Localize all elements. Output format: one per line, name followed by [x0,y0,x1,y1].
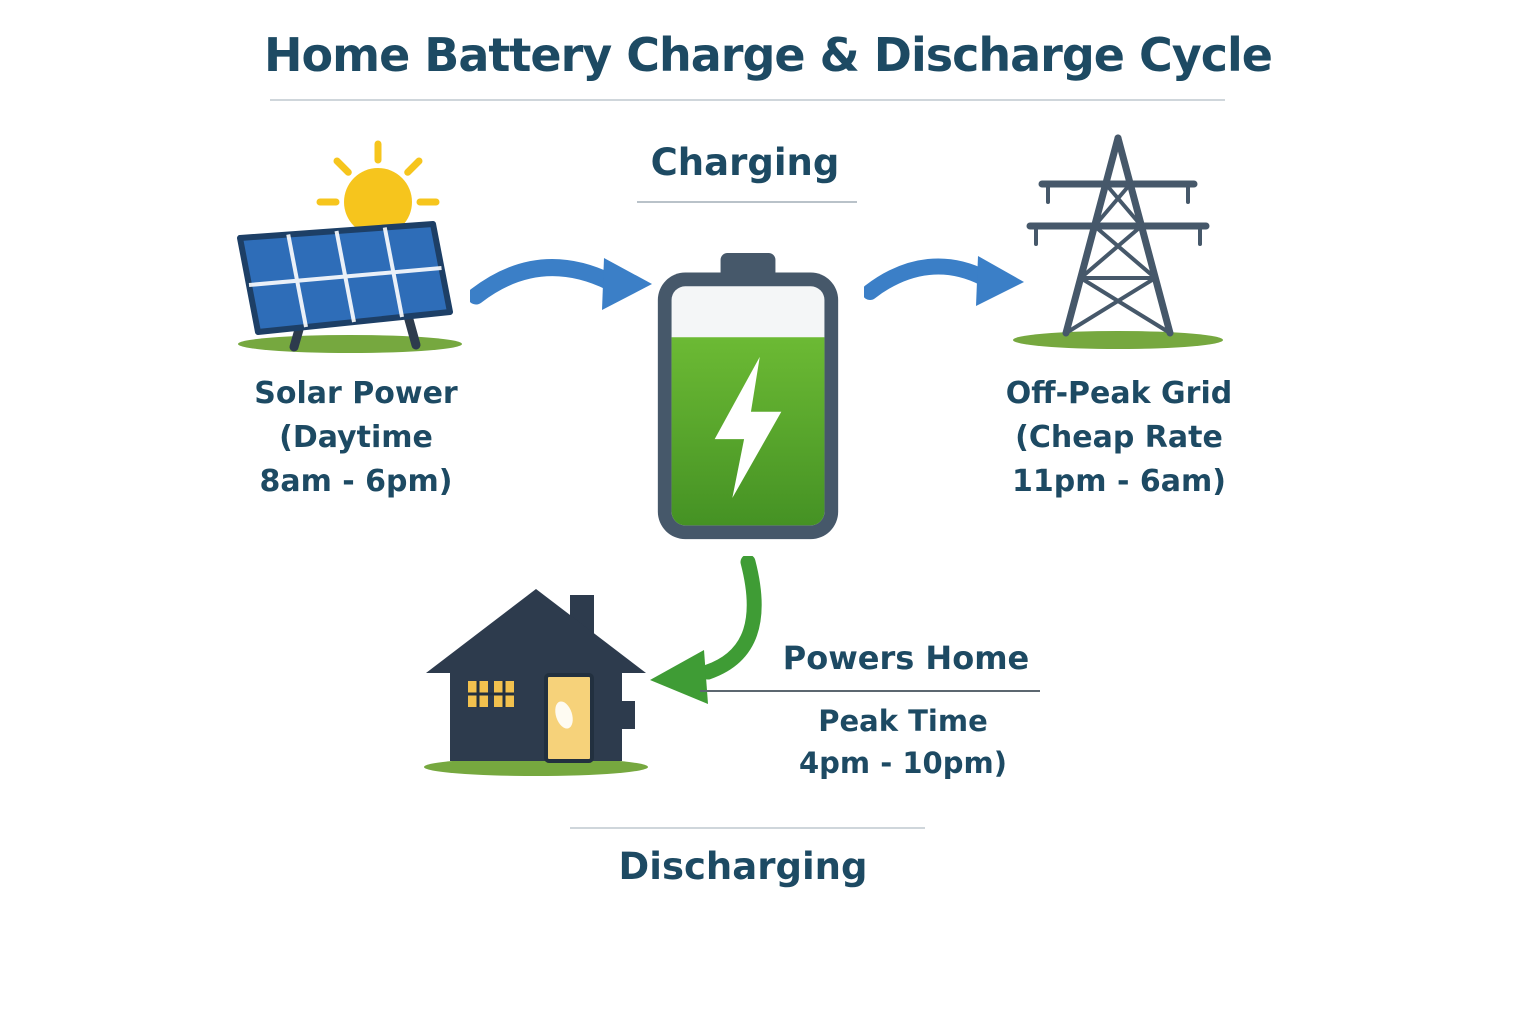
home-underline [700,690,1040,692]
home-label-name: Powers Home [782,639,1030,677]
sun-icon [316,140,440,262]
page-title: Home Battery Charge & Discharge Cycle [264,28,1273,82]
grid-label: Off-Peak Grid (Cheap Rate 11pm - 6am) [989,372,1249,504]
battery-icon [657,252,839,540]
charging-underline [637,201,857,203]
home-label-detail-1: Peak Time [818,704,988,738]
grid-label-name: Off-Peak Grid [1005,376,1233,411]
solar-label-detail-2: 8am - 6pm) [259,464,453,499]
house-icon [424,589,648,776]
battery-to-home-arrow-icon [650,556,762,704]
window-icon [468,681,514,707]
solar-label: Solar Power (Daytime 8am - 6pm) [226,372,486,504]
discharging-stage-label: Discharging [618,845,868,888]
solar-to-battery-arrow-icon [470,258,652,310]
grass-icon [424,758,648,776]
home-label-detail: Peak Time 4pm - 10pm) [763,700,1043,784]
lightning-bolt-icon [714,356,782,498]
grass-icon [238,335,462,353]
transmission-tower-icon [1013,134,1223,349]
home-label-detail-2: 4pm - 10pm) [799,746,1007,780]
solar-label-name: Solar Power [254,376,458,411]
solar-label-detail-1: (Daytime [279,420,433,455]
discharging-divider [570,827,925,829]
grass-icon [1013,331,1223,349]
grid-label-detail-1: (Cheap Rate [1015,420,1223,455]
roof-icon [426,589,646,673]
charging-stage-label: Charging [650,141,840,184]
title-divider [270,99,1225,101]
battery-to-grid-arrow-icon [864,256,1024,306]
grid-label-detail-2: 11pm - 6am) [1012,464,1226,499]
solar-panel-icon [237,140,462,353]
